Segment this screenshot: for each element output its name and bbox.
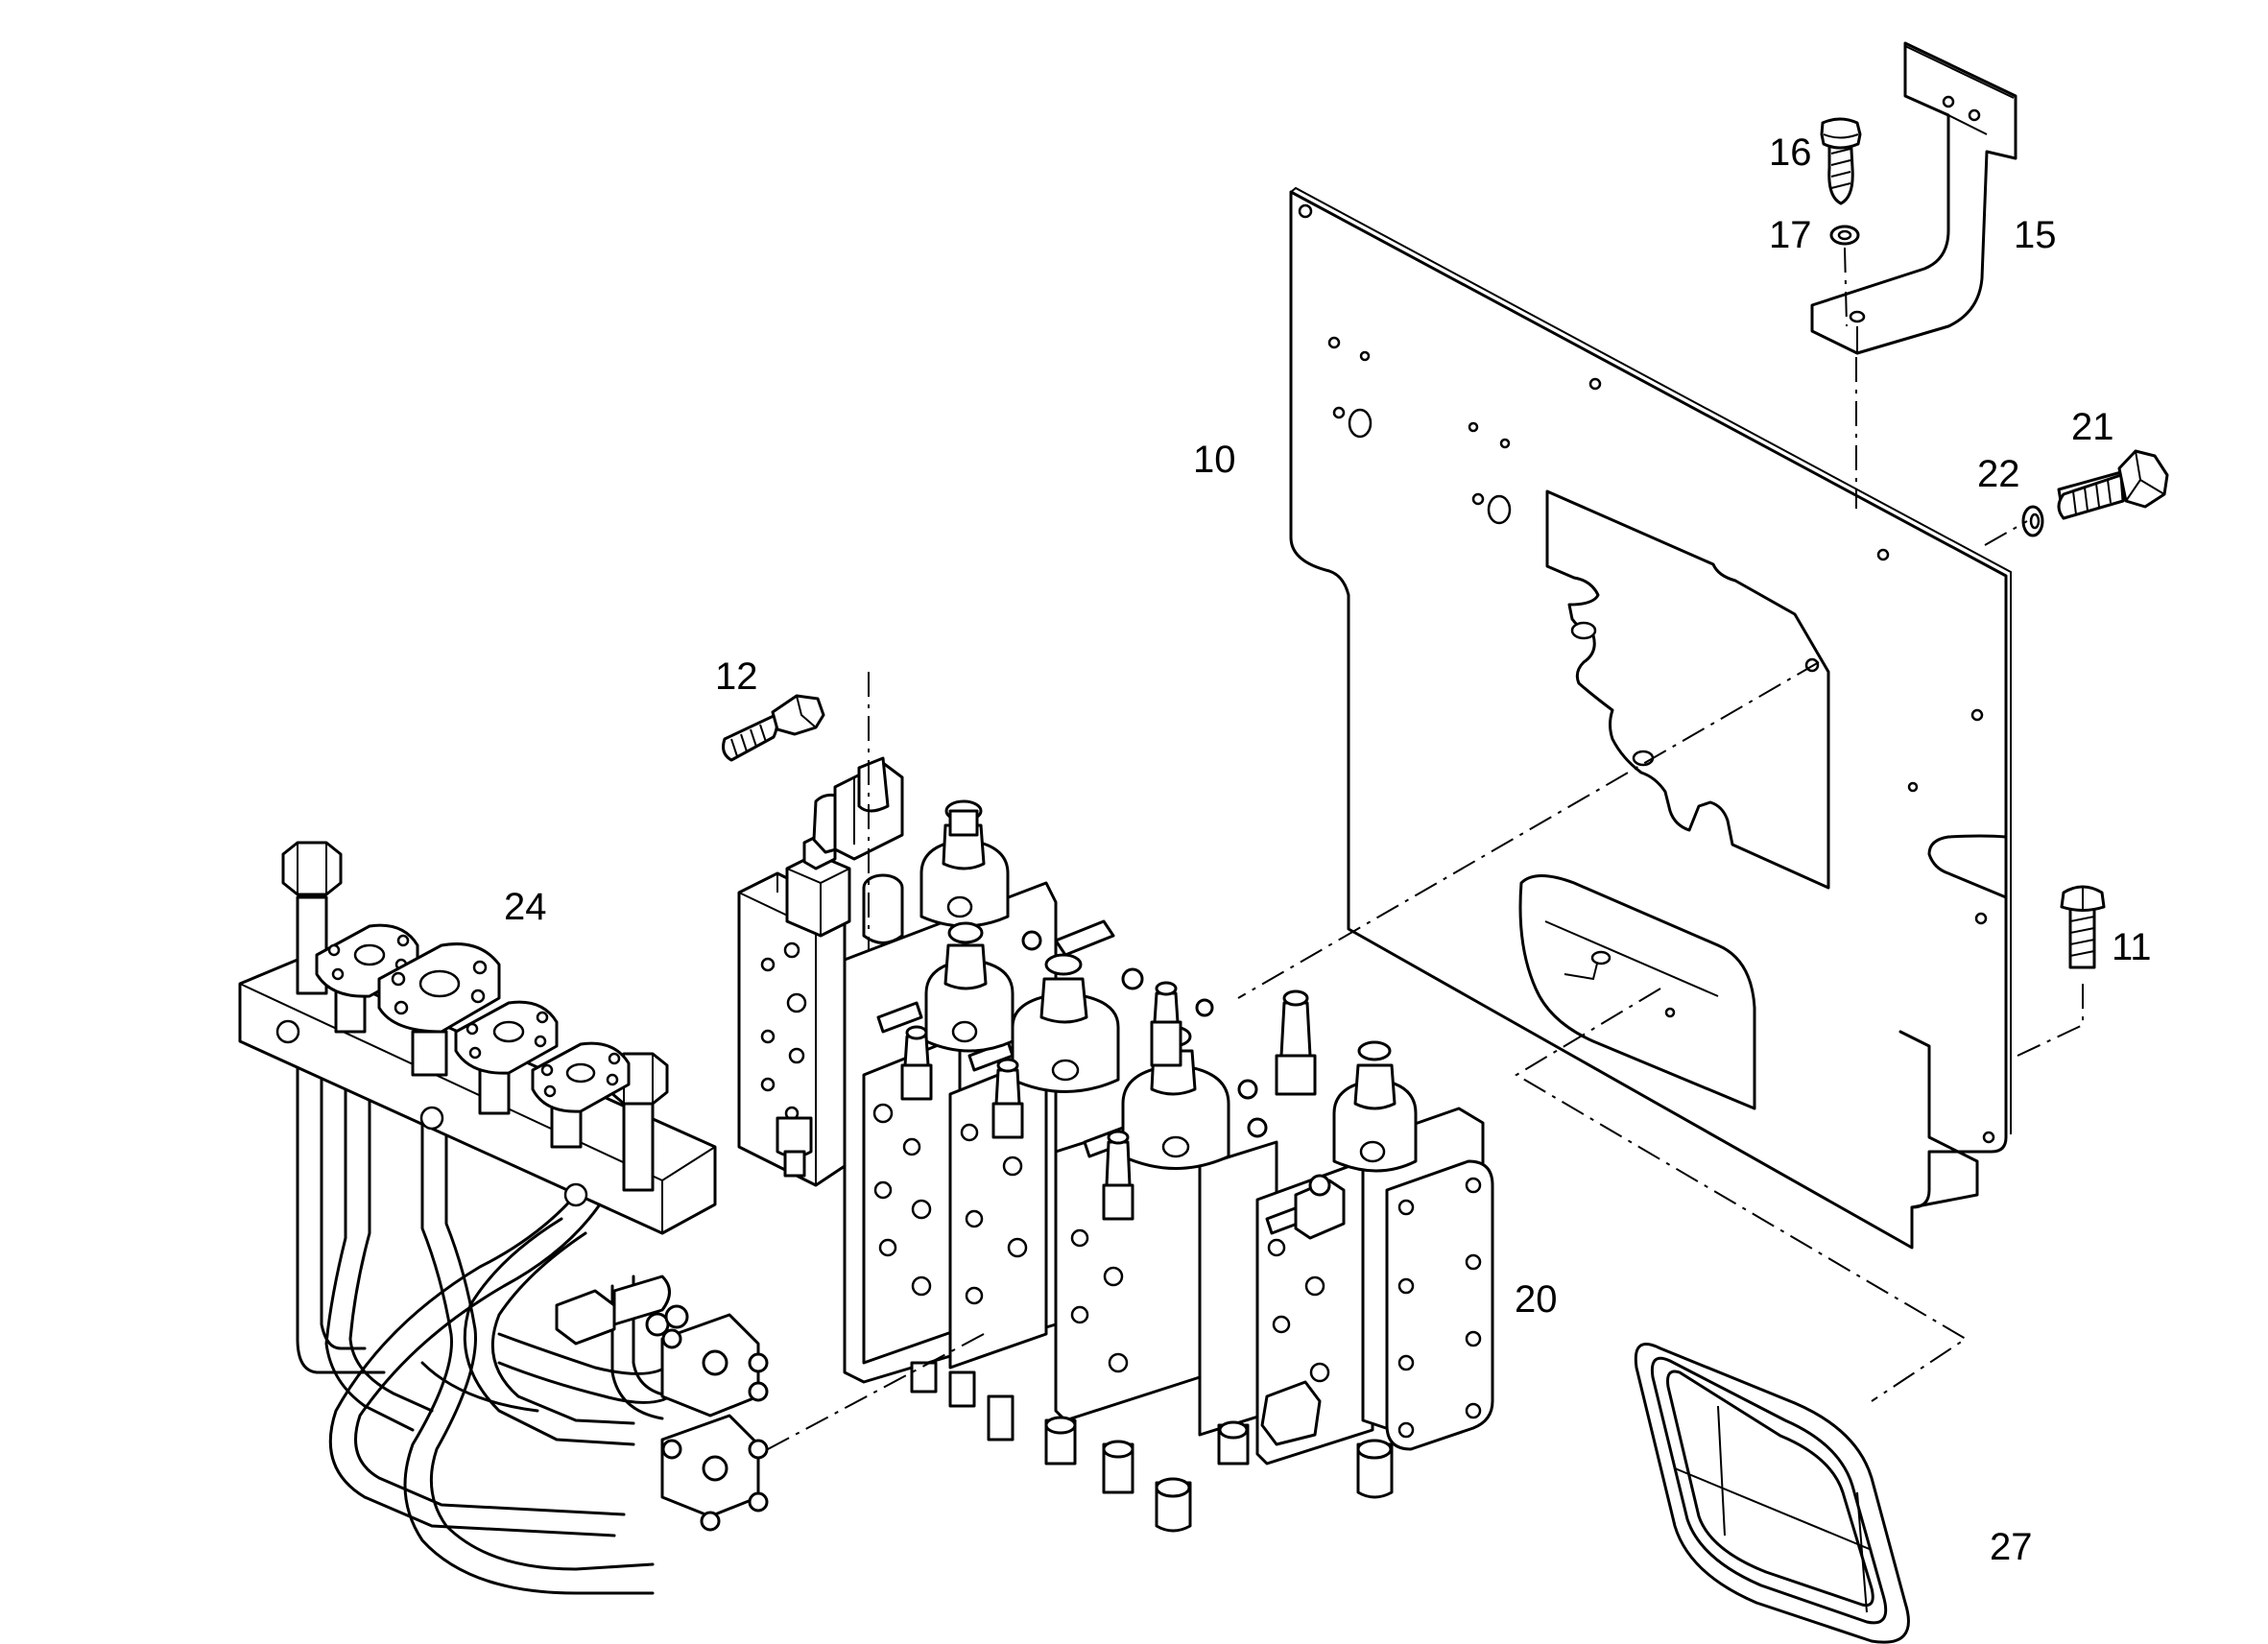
- spool-cap-2: [924, 921, 1015, 1053]
- callout-27: 27: [1990, 1526, 2033, 1568]
- oval-seal: [1634, 1343, 1910, 1644]
- callout-15: 15: [2014, 214, 2057, 256]
- callout-11: 11: [2112, 926, 2152, 968]
- bracket: [1810, 41, 2017, 355]
- pilot-cartridges: [900, 930, 1346, 1240]
- callout-16: 16: [1769, 131, 1812, 174]
- callout-24: 24: [504, 886, 547, 928]
- flange-4: [531, 1041, 631, 1149]
- spool-cap-5: [1332, 1040, 1418, 1173]
- bolt-11: [2060, 885, 2106, 969]
- bottom-fittings: [910, 1361, 1394, 1533]
- flange-2: [377, 942, 501, 1077]
- washer-22: [2021, 505, 2044, 537]
- control-valve-stack: [737, 756, 1494, 1533]
- callout-labels: 10 11 12 15 16 17 20 21 22 24 27: [504, 131, 2152, 1568]
- callout-17: 17: [1769, 214, 1812, 256]
- mounting-plate: [1289, 186, 2012, 1250]
- assembly-centerlines: [767, 247, 2084, 1450]
- bolt-12: [722, 694, 825, 762]
- spool-cap-3: [1011, 953, 1120, 1093]
- callout-12: 12: [715, 655, 758, 698]
- callout-20: 20: [1515, 1278, 1558, 1321]
- spool-cap-1: [919, 799, 1010, 928]
- flange-3: [454, 1000, 559, 1115]
- pipe-fittings: [555, 1275, 769, 1532]
- manifold-block: [238, 841, 769, 1595]
- callout-10: 10: [1193, 439, 1236, 481]
- bolt-21: [2057, 449, 2169, 520]
- callout-22: 22: [1977, 453, 2020, 495]
- callout-21: 21: [2071, 406, 2114, 448]
- bolt-16: [1820, 117, 1862, 205]
- washer-17: [1829, 225, 1860, 246]
